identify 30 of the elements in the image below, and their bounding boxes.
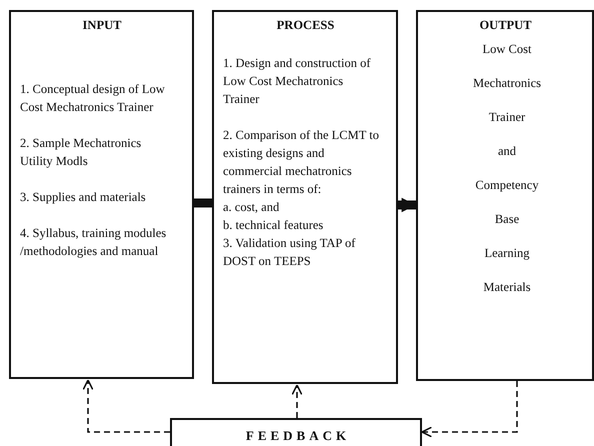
output-item: Learning <box>483 245 531 262</box>
output-item: Trainer <box>488 109 526 126</box>
box-label: FEEDBACK <box>244 427 352 445</box>
list-item: 2. Comparison of the LCMT to existing designs and commercial mechatronics trainers in terms of: <box>223 127 380 198</box>
dashed-arrow <box>82 379 170 433</box>
output-item: Low Cost <box>482 41 532 58</box>
connector-bar <box>194 198 212 208</box>
column-box <box>212 10 398 384</box>
column-heading: OUTPUT <box>478 17 533 34</box>
list-item: 3. Validation using TAP of DOST on TEEPS <box>223 235 356 270</box>
arrow <box>398 198 416 212</box>
column-heading: PROCESS <box>276 17 336 34</box>
output-item: Materials <box>482 279 532 296</box>
list-item: b. technical features <box>223 217 324 234</box>
output-item: and <box>496 143 518 160</box>
list-item: 4. Syllabus, training modules /methodologies and manual <box>20 225 168 260</box>
column-box <box>9 10 194 379</box>
dashed-arrow <box>291 384 303 418</box>
feedback-box <box>170 418 422 446</box>
column-heading: INPUT <box>82 17 122 34</box>
list-item: 3. Supplies and materials <box>20 189 147 206</box>
list-item: a. cost, and <box>223 199 280 216</box>
list-item: 1. Conceptual design of Low Cost Mechatronics Trainer <box>20 81 166 116</box>
column-box <box>416 10 594 381</box>
output-item: Base <box>494 211 520 228</box>
dashed-arrow <box>421 381 518 438</box>
list-item: 2. Sample Mechatronics Utility Modls <box>20 135 142 170</box>
output-item: Competency <box>474 177 540 194</box>
output-item: Mechatronics <box>472 75 542 92</box>
list-item: 1. Design and construction of Low Cost Mechatronics Trainer <box>223 55 372 108</box>
